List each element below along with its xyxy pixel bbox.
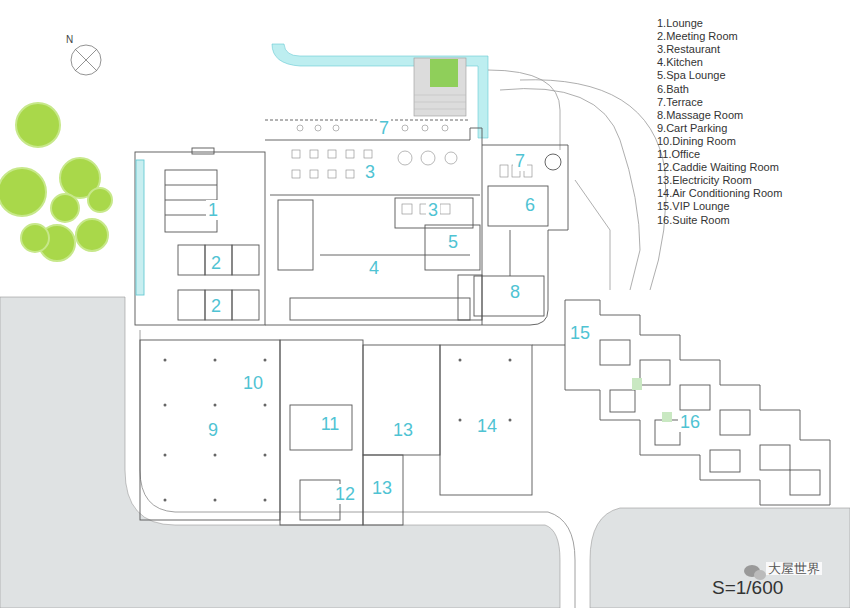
legend-item: 13.Electricity Room xyxy=(657,175,752,186)
legend-item: 8.Massage Room xyxy=(657,110,743,121)
room-number: 13 xyxy=(391,420,415,440)
room-number: 2 xyxy=(209,253,223,273)
room-number: 7 xyxy=(377,118,391,138)
room-number: 14 xyxy=(475,416,499,436)
room-number: 11 xyxy=(319,414,342,434)
room-number: 8 xyxy=(508,282,522,302)
legend-item: 10.Dining Room xyxy=(657,136,736,147)
legend-item: 14.Air Conditioning Room xyxy=(657,188,782,199)
room-number: 3 xyxy=(426,200,440,220)
room-number: 13 xyxy=(370,478,394,498)
legend-item: 16.Suite Room xyxy=(657,215,730,226)
legend-item: 2.Meeting Room xyxy=(657,31,738,42)
legend-item: 1.Lounge xyxy=(657,18,703,29)
room-number: 16 xyxy=(678,412,702,432)
room-number: 12 xyxy=(333,484,357,504)
room-number: 3 xyxy=(363,162,377,182)
watermark: 大屋世界 xyxy=(766,562,822,575)
room-number: 15 xyxy=(568,323,592,343)
legend-item: 3.Restaurant xyxy=(657,44,720,55)
scale-label: S=1/600 xyxy=(712,578,783,597)
room-number: 9 xyxy=(206,420,220,440)
legend-item: 6.Bath xyxy=(657,84,689,95)
room-number: 5 xyxy=(446,232,460,252)
legend-item: 11.Office xyxy=(657,149,700,160)
legend-item: 7.Terrace xyxy=(657,97,703,108)
room-number: 6 xyxy=(523,195,537,215)
room-number: 2 xyxy=(209,296,223,316)
room-number: 4 xyxy=(367,258,381,278)
north-label: N xyxy=(66,35,73,45)
room-number: 1 xyxy=(206,200,220,220)
legend-item: 5.Spa Lounge xyxy=(657,70,726,81)
legend-item: 9.Cart Parking xyxy=(657,123,727,134)
room-number: 10 xyxy=(241,373,265,393)
legend-item: 15.VIP Lounge xyxy=(657,201,730,212)
legend-item: 4.Kitchen xyxy=(657,57,703,68)
room-number: 7 xyxy=(513,151,527,171)
legend-item: 12.Caddie Waiting Room xyxy=(657,162,779,173)
